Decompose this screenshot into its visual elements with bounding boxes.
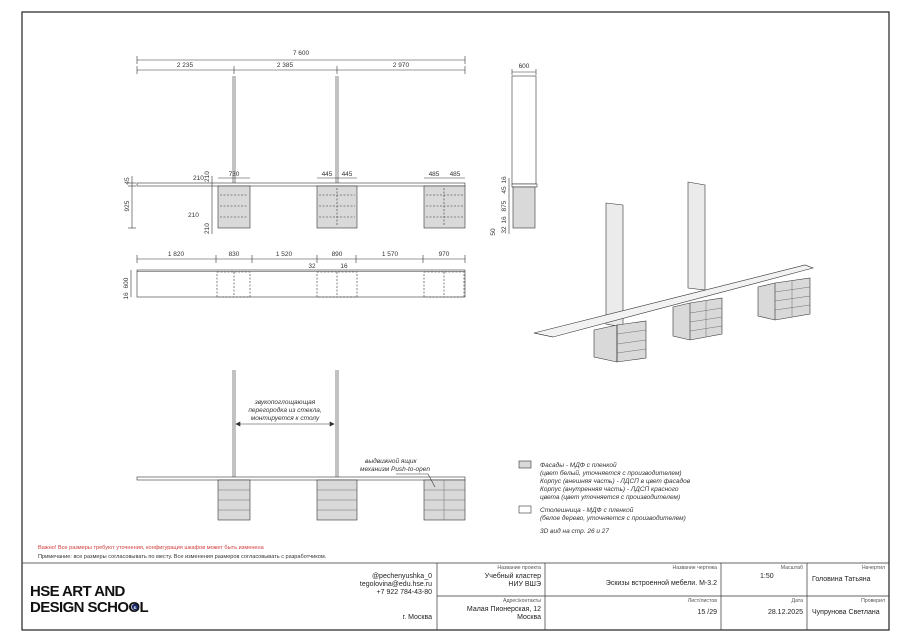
dim-210-a: 210 (193, 175, 204, 182)
address-label: Адрес/контакты (503, 598, 541, 604)
legend-item1-line5: цвета (цвет уточняется с производителем) (540, 493, 680, 501)
dim-top-thickness: 45 (124, 177, 131, 185)
dim-side-32: 32 (501, 226, 508, 234)
remark-note: Примечание: все размеры согласовывать по… (38, 554, 327, 560)
dim-plan-3: 1 520 (276, 251, 293, 258)
city: г. Москва (403, 614, 433, 621)
isometric-view (533, 181, 814, 363)
contact-email: tegolovina@edu.hse.ru (360, 581, 432, 588)
legend-item1-line2: (цвет белый, уточняется с производителем… (540, 469, 682, 477)
contact-handle: @pechenyushka_0 (372, 573, 432, 580)
logo-line-1: HSE ART AND (30, 583, 126, 600)
sheets-label: Лист/листов (688, 598, 717, 604)
checked-label: Проверил (861, 598, 885, 604)
dim-seg-3: 2 970 (393, 62, 410, 69)
dim-plan-left-600: 600 (123, 277, 130, 288)
dim-cab-3a: 485 (429, 171, 440, 178)
dim-210-c: 210 (188, 212, 199, 219)
dim-side-16b: 16 (501, 216, 508, 224)
drew-value: Головина Татьяна (812, 576, 871, 583)
project-label: Название проекта (497, 565, 541, 571)
scale-value: 1:50 (760, 573, 774, 580)
project-value-1: Учебный кластер (485, 572, 541, 580)
dim-cab-2a: 445 (322, 171, 333, 178)
dim-cab-1: 730 (229, 171, 240, 178)
drew-label: Начертил (862, 565, 885, 571)
checked-value: Чупрунова Светлана (812, 609, 880, 616)
logo-badge-icon (131, 603, 139, 611)
sheets-value: 15 /29 (698, 609, 718, 616)
dim-side-45: 45 (501, 186, 508, 194)
legend-3d-reference: 3D вид на стр. 26 и 27 (540, 527, 609, 535)
logo-badge-letter: Б (134, 605, 137, 610)
dim-side-875: 875 (501, 200, 508, 211)
title-block (22, 562, 889, 630)
side-elevation-dims: 600 16 45 875 16 50 32 (490, 63, 530, 236)
dim-plan-32: 32 (308, 263, 316, 270)
date-value: 28.12.2025 (768, 609, 803, 616)
title-block-texts: HSE ART AND DESIGN SCHOOL Б @pechenyushk… (30, 565, 885, 621)
glass-note-line-3: монтируется к столу (251, 415, 320, 422)
dim-plan-2: 830 (229, 251, 240, 258)
dim-plan-16: 16 (340, 263, 348, 270)
dim-side-600: 600 (519, 63, 530, 70)
dim-plan-6: 970 (439, 251, 450, 258)
front-elevation-annotated (136, 370, 466, 521)
dim-seg-1: 2 235 (177, 62, 194, 69)
contact-phone: +7 922 784-43-80 (377, 589, 433, 596)
legend-item2-line2: (белое дерево, уточняется с производител… (540, 514, 686, 522)
drawer-note-line-2: механизм Push-to-open (360, 466, 430, 473)
drawer-note-line-1: выдвижной ящик (365, 457, 417, 465)
plan-view (130, 255, 466, 298)
logo-line-2: DESIGN SCHOOL (30, 599, 148, 616)
dim-height: 925 (124, 200, 131, 211)
dim-210-d: 210 (204, 223, 211, 234)
dim-plan-left-16: 16 (123, 292, 130, 300)
glass-note-line-2: перегородка из стекла, (248, 406, 322, 414)
dim-side-16a: 16 (501, 176, 508, 184)
dim-seg-2: 2 385 (277, 62, 294, 69)
legend-item2-line1: Столешница - МДФ с пленкой (540, 506, 634, 514)
front-elevation (128, 56, 466, 234)
dim-cab-2b: 445 (342, 171, 353, 178)
plan-view-dims: 1 820 830 1 520 890 1 570 970 32 16 16 6… (123, 251, 450, 300)
address-value-2: Москва (517, 614, 541, 621)
materials-legend: Фасады - МДФ с пленкой (цвет белый, уточ… (518, 460, 691, 535)
legend-item1-line1: Фасады - МДФ с пленкой (540, 461, 617, 469)
front-elevation-dims: 7 600 2 235 2 385 2 970 45 925 210 210 2… (124, 50, 461, 234)
legend-swatch-tabletop (518, 505, 532, 514)
side-elevation (508, 69, 538, 234)
scale-label: Масштаб (781, 565, 803, 571)
legend-item1-line3: Корпус (внешняя часть) - ЛДСП в цвет фас… (540, 477, 691, 485)
dim-cab-3b: 485 (450, 171, 461, 178)
address-value-1: Малая Пионерская, 12 (467, 606, 541, 613)
project-value-2: НИУ ВШЭ (508, 581, 541, 588)
legend-swatch-cabinet (518, 460, 532, 469)
dim-plan-1: 1 820 (168, 251, 185, 258)
drawing-value: Эскизы встроенной мебели. М-3.2 (606, 579, 717, 587)
dim-overall: 7 600 (293, 50, 310, 57)
drawing-label: Название чертежа (673, 565, 718, 571)
annotations: звукопоглощающая перегородка из стекла, … (248, 399, 430, 473)
glass-note-line-1: звукопоглощающая (254, 399, 316, 406)
dim-plan-5: 1 570 (382, 251, 399, 258)
important-note: Важно! Все размеры требуют уточнения, ко… (38, 545, 265, 551)
legend-item1-line4: Корпус (внутренняя часть) - ЛДСП красног… (540, 486, 679, 493)
dim-plan-4: 890 (332, 251, 343, 258)
dim-210-b: 210 (204, 171, 211, 182)
date-label: Дата (792, 598, 804, 604)
dim-side-50: 50 (490, 228, 497, 236)
sheet-border (21, 11, 890, 631)
